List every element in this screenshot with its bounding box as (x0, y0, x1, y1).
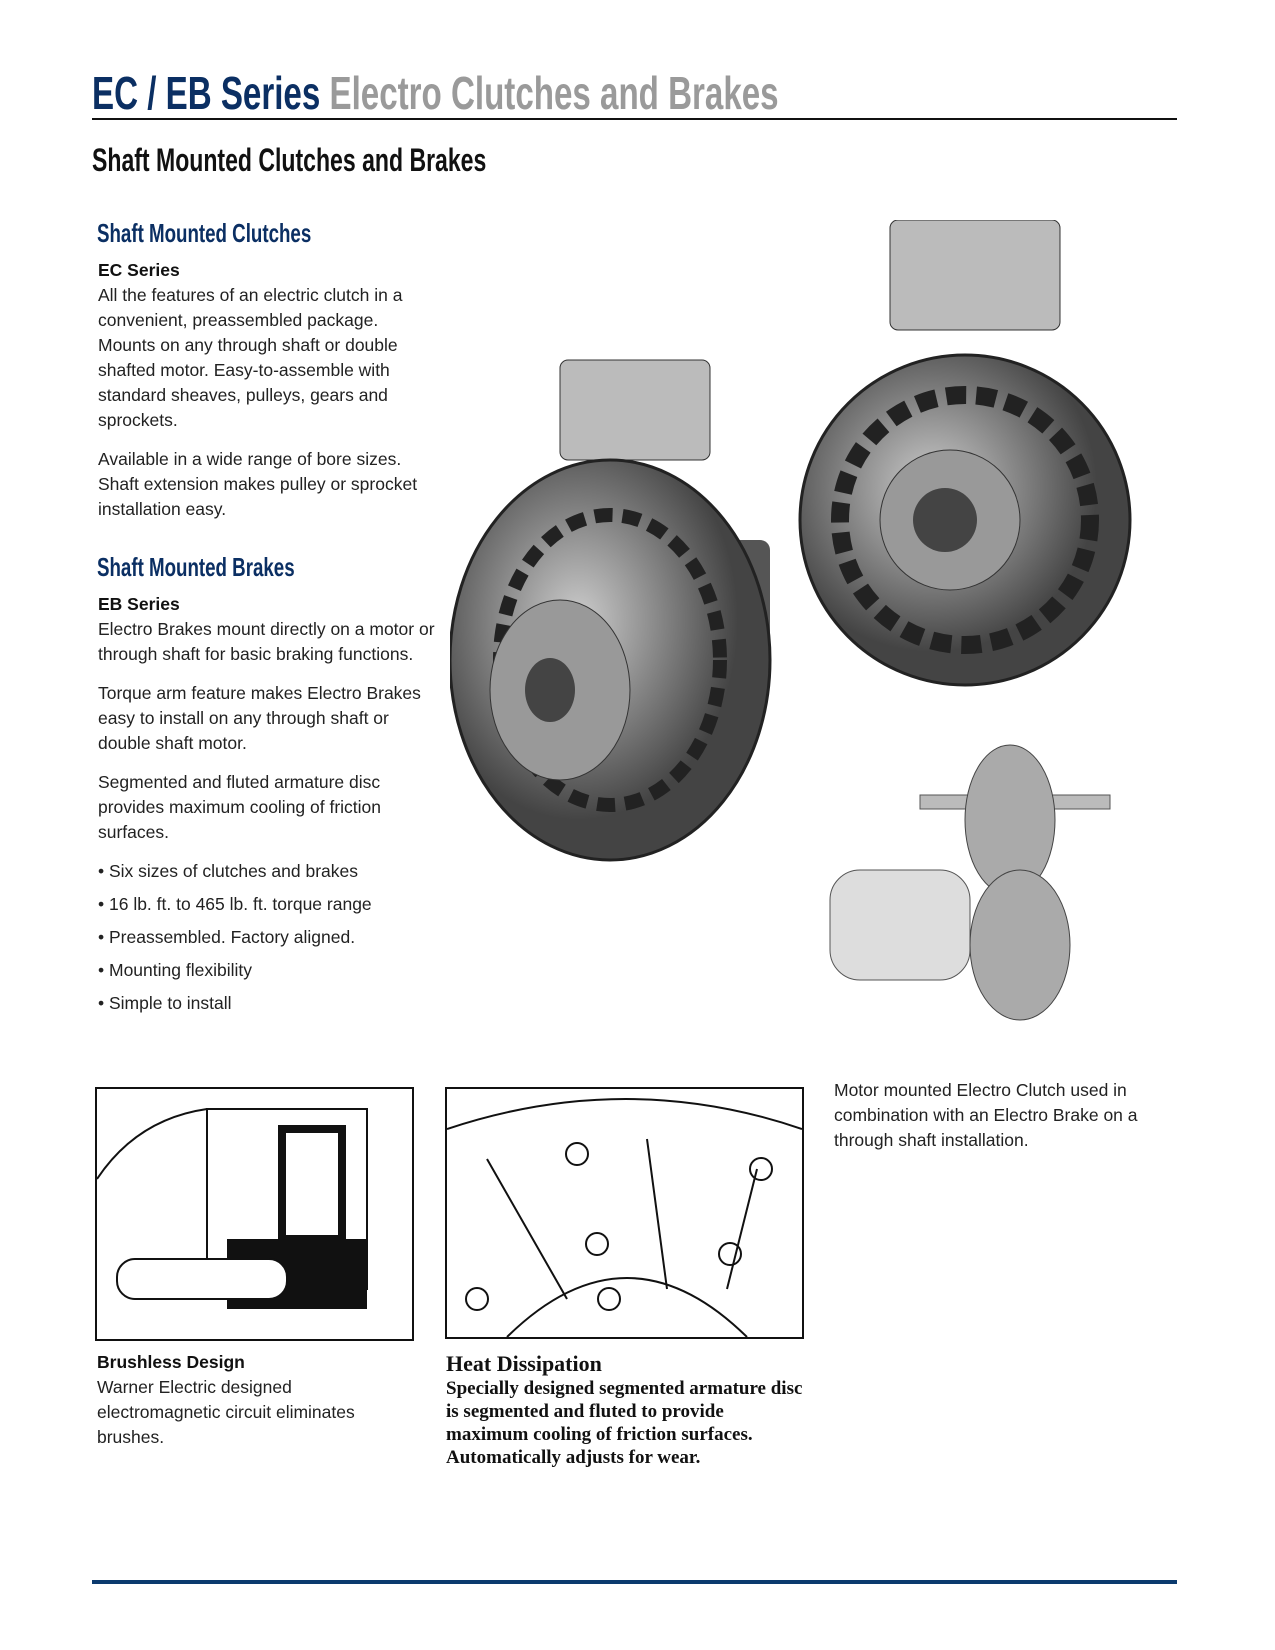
ec-clutch-image (450, 359, 772, 862)
eb-brake-image (798, 220, 1132, 687)
heat-title: Heat Dissipation (446, 1351, 602, 1376)
clutches-heading-text: Shaft Mounted Clutches (97, 218, 312, 248)
brakes-p1: Electro Brakes mount directly on a motor… (98, 619, 435, 664)
clutch-brake-illustrations (450, 220, 1132, 1021)
title-series: EC / EB Series (92, 67, 321, 119)
clutches-p1: All the features of an electric clutch i… (98, 285, 403, 430)
brakes-p3: Segmented and fluted armature disc provi… (98, 772, 382, 842)
page-title: EC / EB Series Electro Clutches and Brak… (92, 66, 1046, 120)
clutches-text: EC Series All the features of an electri… (98, 258, 438, 536)
clutches-heading: Shaft Mounted Clutches (97, 218, 395, 249)
heat-caption: Heat Dissipation Specially designed segm… (446, 1352, 806, 1469)
brushless-diagram (95, 1087, 414, 1341)
brakes-p2: Torque arm feature makes Electro Brakes … (98, 683, 421, 753)
bullet: • Mounting flexibility (98, 960, 252, 980)
subtitle: Shaft Mounted Clutches and Brakes (92, 142, 640, 179)
brushless-text: Warner Electric designed electromagnetic… (97, 1377, 355, 1447)
brushless-title: Brushless Design (97, 1352, 245, 1372)
brakes-heading-text: Shaft Mounted Brakes (97, 552, 295, 582)
bullet: • Simple to install (98, 993, 232, 1013)
brakes-text: EB Series Electro Brakes mount directly … (98, 592, 438, 1024)
subtitle-text: Shaft Mounted Clutches and Brakes (92, 142, 487, 178)
title-rest: Electro Clutches and Brakes (329, 67, 779, 119)
bullet: • 16 lb. ft. to 465 lb. ft. torque range (98, 894, 372, 914)
eb-series-label: EB Series (98, 594, 180, 614)
heat-text: Specially designed segmented armature di… (446, 1378, 803, 1468)
bullet: • Preassembled. Factory aligned. (98, 927, 356, 947)
title-rule (92, 118, 1177, 120)
footer-rule (92, 1580, 1177, 1584)
brakes-heading: Shaft Mounted Brakes (97, 552, 372, 583)
motor-mounted-image (829, 744, 1111, 1021)
bullet: • Six sizes of clutches and brakes (98, 861, 358, 881)
clutches-p2: Available in a wide range of bore sizes.… (98, 449, 418, 519)
ec-series-label: EC Series (98, 260, 180, 280)
heat-dissipation-diagram (445, 1087, 804, 1339)
brushless-caption: Brushless Design Warner Electric designe… (97, 1350, 397, 1450)
motor-caption: Motor mounted Electro Clutch used in com… (834, 1080, 1138, 1150)
